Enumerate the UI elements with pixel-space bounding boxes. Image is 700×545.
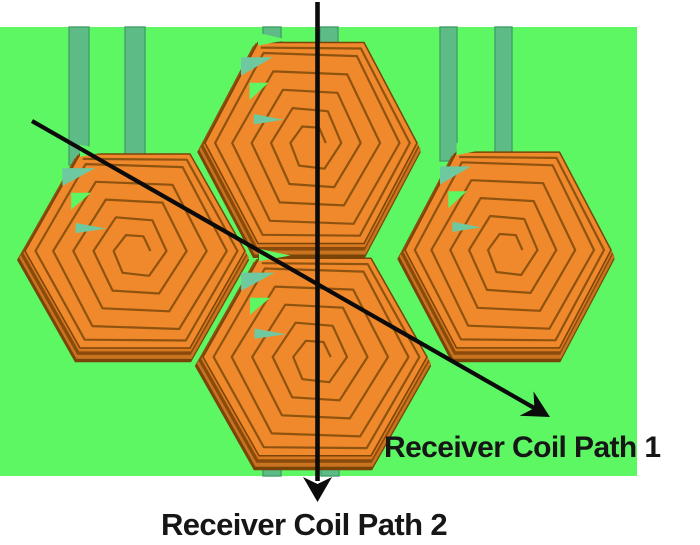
receiver-coil-bottom-gap-notch xyxy=(254,328,286,339)
feed-line-trace xyxy=(124,26,146,166)
path2-arrowhead xyxy=(303,477,332,502)
receiver-coil-top-gap-notch xyxy=(258,32,288,46)
receiver-coil-left-gap-notch xyxy=(62,168,96,186)
receiver-coil-bottom-gap-notch xyxy=(250,297,271,315)
path1-arrow-line xyxy=(30,119,538,411)
receiver-coil-right-gap-notch xyxy=(448,191,467,209)
receiver-coil-bottom-gap-notch xyxy=(241,272,275,291)
receiver-coil-path2-label: Receiver Coil Path 2 xyxy=(161,507,448,542)
receiver-coil-top-gap-notch xyxy=(241,57,273,76)
receiver-coil-top-body xyxy=(204,41,418,245)
receiver-coil-right-body xyxy=(404,151,612,349)
receiver-coil-top-gap-notch xyxy=(249,82,269,101)
receiver-coil-bottom-body xyxy=(202,257,428,457)
receiver-coil-right-gap-notch xyxy=(452,221,482,232)
receiver-coil-left-gap-notch xyxy=(75,223,107,234)
receiver-coil-path1-label: Receiver Coil Path 1 xyxy=(384,431,661,464)
receiver-coil-right-gap-notch xyxy=(456,142,486,156)
feed-line-trace xyxy=(494,26,513,162)
receiver-coil-right-gap-notch xyxy=(440,166,471,185)
receiver-coil-left-spiral-trace xyxy=(34,157,239,342)
receiver-coil-top-gap-notch xyxy=(253,114,284,125)
receiver-coil-right-spiral-trace xyxy=(413,155,606,342)
receiver-coil-left-gap-notch xyxy=(71,192,91,210)
feed-line-trace xyxy=(439,26,458,162)
receiver-coil-top-spiral-trace xyxy=(214,46,411,237)
receiver-coil-bottom-spiral-trace xyxy=(212,262,421,450)
receiver-coil-bottom-gap-notch xyxy=(259,248,291,262)
receiver-coil-left-body xyxy=(24,153,246,349)
path1-arrowhead xyxy=(519,391,550,417)
